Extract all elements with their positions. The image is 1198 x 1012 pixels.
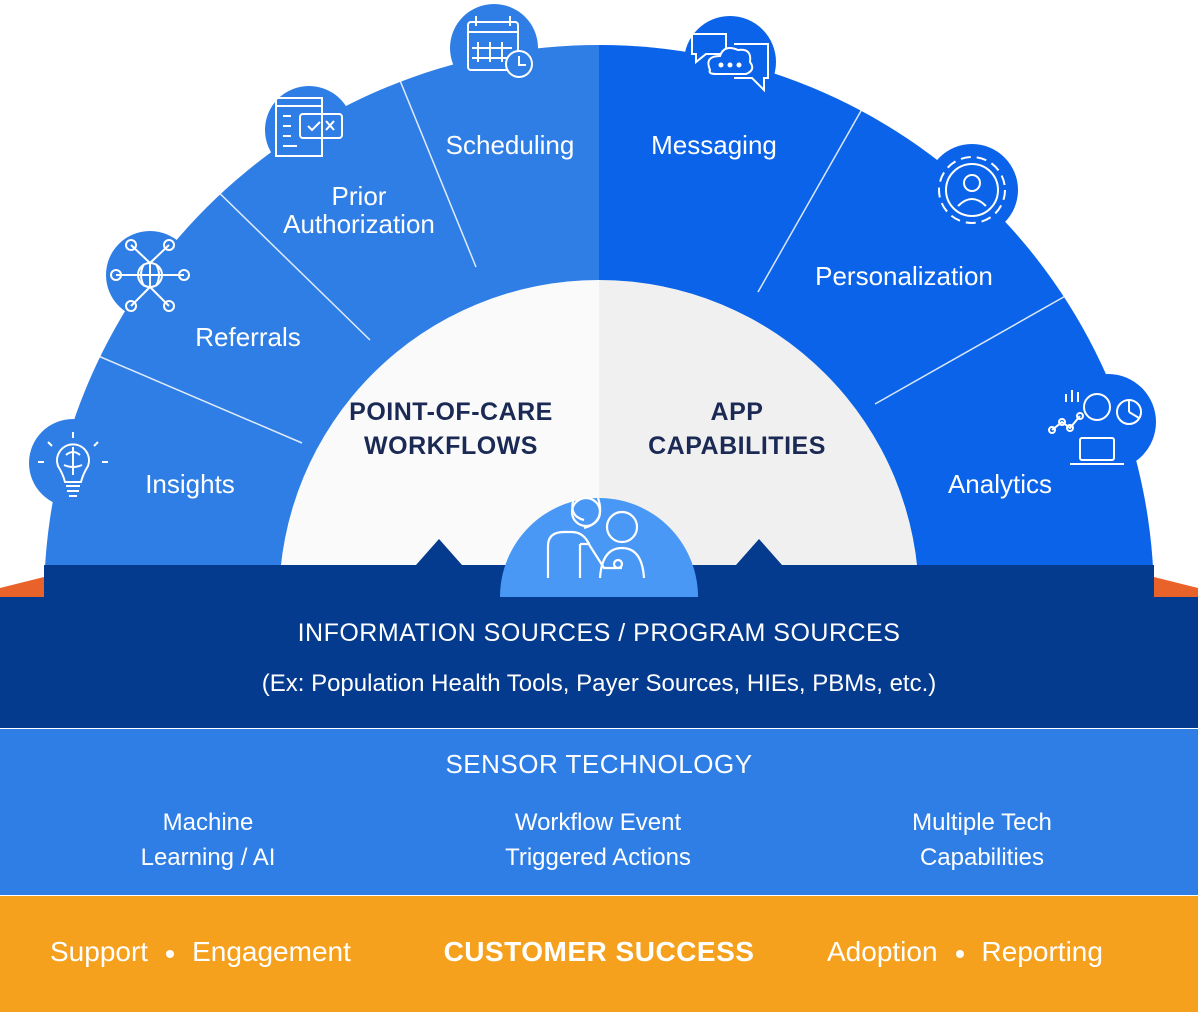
sensor-item-line: Machine: [162, 809, 254, 836]
success-item-reporting: Reporting: [981, 936, 1103, 967]
chat-cloud-icon: [684, 16, 776, 108]
information-sources-band: INFORMATION SOURCES / PROGRAM SOURCES (E…: [0, 597, 1198, 728]
arc-diagram: Insights Referrals Prior Authorization S…: [0, 4, 1198, 600]
sensor-item-line: Learning / AI: [140, 844, 276, 871]
success-item-engagement: Engagement: [192, 936, 351, 967]
center-label-app: APP: [711, 398, 764, 426]
network-globe-icon: [106, 231, 194, 319]
sensor-item-line: Capabilities: [919, 844, 1045, 871]
bullet-dot: [166, 949, 175, 958]
segment-label-prior: Prior: [332, 181, 387, 211]
sensor-technology-title: SENSOR TECHNOLOGY: [445, 749, 753, 779]
center-label-capabilities: CAPABILITIES: [648, 432, 826, 460]
segment-label-scheduling: Scheduling: [446, 130, 575, 160]
success-item-adoption: Adoption: [827, 936, 938, 967]
right-orange-accent: [1154, 577, 1198, 597]
analytics-laptop-icon: [1048, 374, 1156, 470]
gear-user-icon: [926, 144, 1018, 236]
segment-label-referrals: Referrals: [195, 322, 300, 352]
center-right-half: [599, 280, 919, 600]
center-label-workflows: WORKFLOWS: [364, 432, 538, 460]
sensor-item-machine-learning: Machine Learning / AI: [58, 805, 358, 875]
segment-label-analytics: Analytics: [948, 469, 1052, 499]
authorization-form-icon: [265, 86, 353, 174]
sensor-item-line: Multiple Tech: [912, 809, 1052, 836]
success-item-support: Support: [50, 936, 149, 967]
information-sources-subtitle: (Ex: Population Health Tools, Payer Sour…: [261, 670, 937, 697]
success-left-group: Support Engagement: [50, 936, 351, 968]
sensor-item-multiple-tech: Multiple Tech Capabilities: [832, 805, 1132, 875]
center-label-point-of-care: POINT-OF-CARE: [349, 398, 553, 426]
calendar-clock-icon: [450, 4, 538, 92]
information-sources-title: INFORMATION SOURCES / PROGRAM SOURCES: [297, 619, 901, 647]
segment-label-insights: Insights: [145, 469, 235, 499]
doctor-patient-icon: [500, 496, 698, 597]
sensor-item-workflow-event: Workflow Event Triggered Actions: [448, 805, 748, 875]
sensor-item-line: Triggered Actions: [505, 844, 691, 871]
sensor-technology-band: SENSOR TECHNOLOGY Machine Learning / AI …: [0, 729, 1198, 895]
segment-label-messaging: Messaging: [651, 130, 777, 160]
bullet-dot: [955, 949, 964, 958]
segment-label-authorization: Authorization: [283, 209, 435, 239]
arc-dividers: [88, 55, 1077, 444]
customer-success-title: CUSTOMER SUCCESS: [443, 936, 755, 967]
brain-bulb-icon: [29, 419, 117, 507]
center-left-half: [279, 280, 599, 600]
sensor-item-line: Workflow Event: [514, 809, 682, 836]
customer-success-band: Support Engagement CUSTOMER SUCCESS Adopt…: [0, 896, 1198, 1012]
left-orange-accent: [0, 577, 44, 597]
segment-label-personalization: Personalization: [815, 261, 993, 291]
success-right-group: Adoption Reporting: [827, 936, 1103, 968]
